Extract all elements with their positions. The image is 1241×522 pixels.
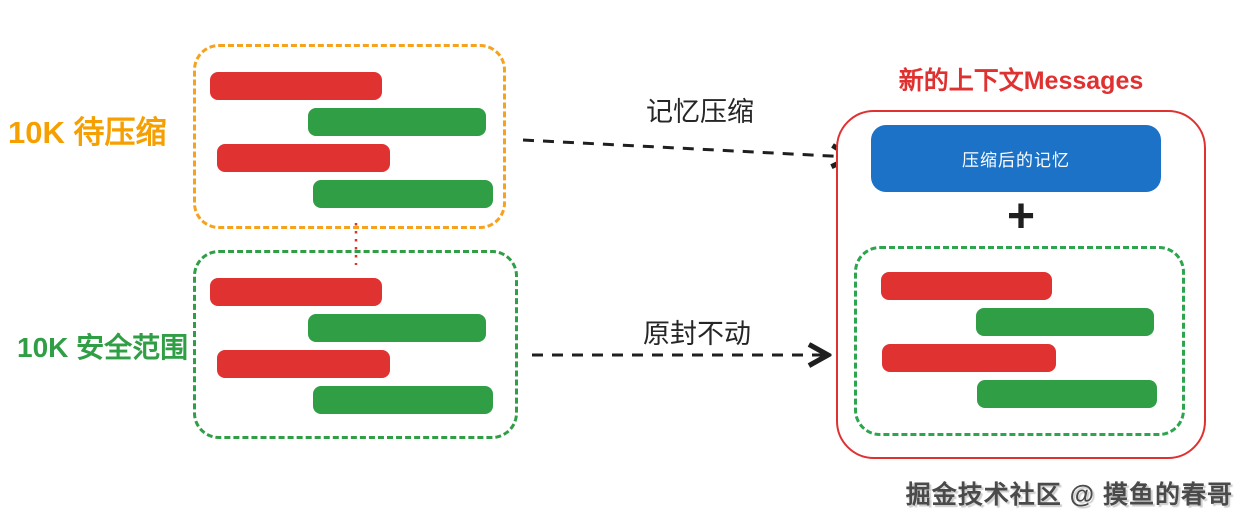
message-bar-green [313,386,493,414]
message-bar-green [308,314,486,342]
pending-compress-bars [196,47,503,208]
compressed-memory-box: 压缩后的记忆 [871,125,1161,192]
kept-messages-box [854,246,1185,436]
unchanged-arrow-label: 原封不动 [643,319,751,349]
plus-sign: + [1006,190,1036,243]
message-bar-green [308,108,486,136]
new-context-title: 新的上下文Messages [898,67,1144,95]
safe-range-box [193,250,518,439]
new-context-box: 压缩后的记忆 + [836,110,1206,459]
message-bar-red [882,344,1056,372]
safe-range-bars [196,253,515,414]
message-bar-green [977,380,1157,408]
kept-messages-bars [857,249,1182,408]
message-bar-red [217,350,390,378]
memory-compress-arrow [522,138,850,157]
message-bar-red [210,72,382,100]
pending-compress-label: 10K 待压缩 [8,115,167,150]
message-bar-green [976,308,1154,336]
watermark-text: 掘金技术社区 @ 摸鱼的春哥 [905,481,1233,509]
message-bar-red [210,278,382,306]
message-bar-red [217,144,390,172]
message-bar-green [313,180,493,208]
memory-compress-arrow-label: 记忆压缩 [646,97,754,127]
pending-compress-box [193,44,506,229]
message-bar-red [881,272,1052,300]
safe-range-label: 10K 安全范围 [17,332,189,363]
